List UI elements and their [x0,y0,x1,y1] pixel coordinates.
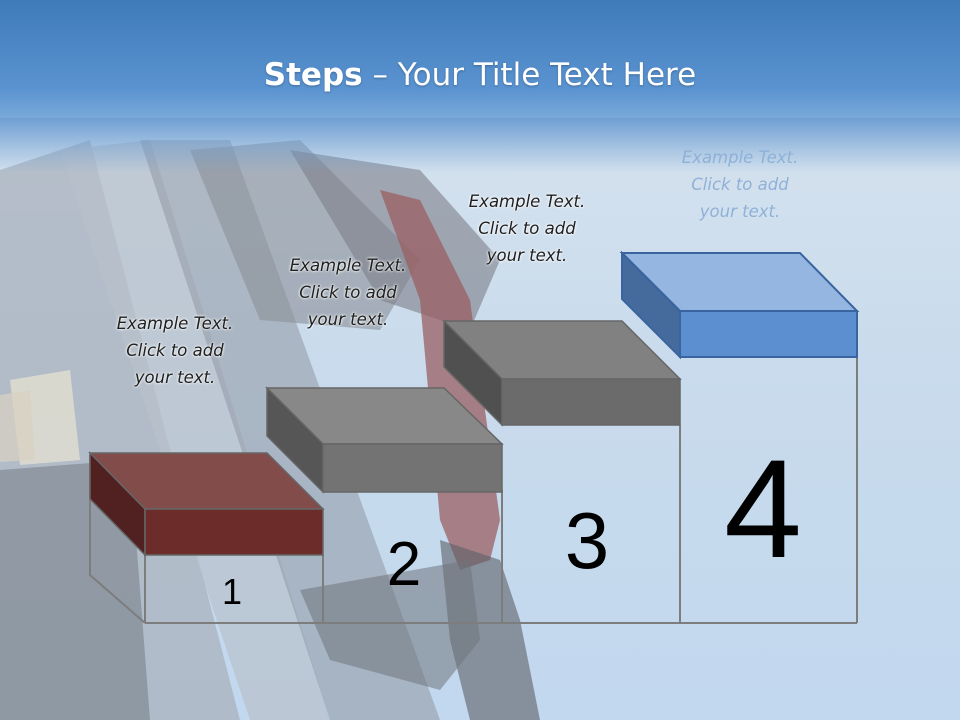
step-4-caption-line-1: Example Text. [681,148,799,167]
step-4-caption-line-3: your text. [699,202,781,221]
step-4-caption-line-2: Click to add [691,175,789,194]
step-3-caption[interactable]: Example Text. Click to add your text. [427,188,627,269]
slide-title[interactable]: Steps – Your Title Text Here [0,52,960,98]
header-band [0,0,960,118]
step-1-caption-line-2: Click to add [126,341,224,360]
step-2-number: 2 [387,530,421,599]
step-3-block[interactable] [442,319,682,427]
step-1-block[interactable] [88,451,325,557]
step-3-caption-line-3: your text. [486,246,568,265]
step-4-block[interactable] [619,250,860,360]
step-2-caption-line-1: Example Text. [289,256,407,275]
step-1-caption[interactable]: Example Text. Click to add your text. [75,310,275,391]
step-1-caption-line-3: your text. [134,368,216,387]
step-4-caption[interactable]: Example Text. Click to add your text. [640,144,840,225]
step-2-block[interactable] [265,386,504,494]
title-bold: Steps [263,57,363,93]
step-1-number: 1 [222,571,242,612]
step-3-caption-line-1: Example Text. [468,192,586,211]
step-3-caption-line-2: Click to add [478,219,576,238]
step-3-number: 3 [565,496,610,585]
step-2-caption-line-3: your text. [307,310,389,329]
step-2-caption[interactable]: Example Text. Click to add your text. [248,252,448,333]
step-2-caption-line-2: Click to add [299,283,397,302]
step-4-number: 4 [724,430,802,587]
title-rest: – Your Title Text Here [362,57,697,93]
step-1-caption-line-1: Example Text. [116,314,234,333]
